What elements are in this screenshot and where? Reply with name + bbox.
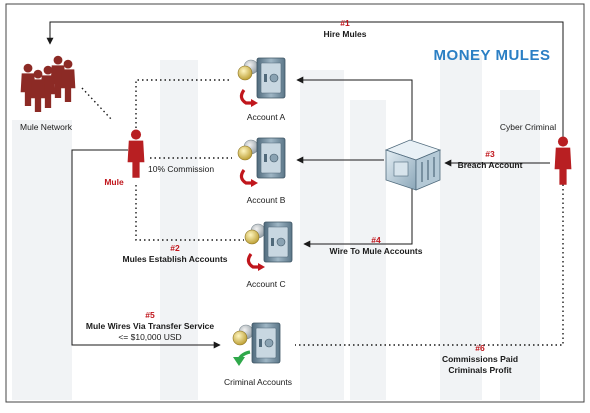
step-5-sublabel: <= $10,000 USD [118,332,181,342]
arrow-hire-mules [46,21,564,143]
account-c-safe-icon [244,221,293,271]
dotted-network-to-mule [81,87,113,121]
account-b-label: Account B [247,195,286,205]
step-4-label: Wire To Mule Accounts [330,246,423,256]
arrow-wire-to-mule-accounts [303,188,413,248]
step-4-number: #4 [371,235,381,245]
mule-label: Mule [104,177,124,187]
step-6-label: Commissions Paid [442,354,518,364]
step-2-label: Mules Establish Accounts [122,254,227,264]
step-6-number: #6 [475,343,485,353]
arrow-mule-wires-transfer [71,149,221,349]
skyline-background [12,55,540,400]
account-c-label: Account C [246,279,285,289]
step-5-number: #5 [145,310,155,320]
step-6-sublabel: Criminals Profit [448,365,511,375]
step-1-number: #1 [340,18,350,28]
step-5-label: Mule Wires Via Transfer Service [86,321,215,331]
account-a-safe-icon [237,57,286,107]
dotted-mule-to-account-c [135,185,244,241]
criminal-accounts-safe-icon [232,322,281,366]
step-1-label: Hire Mules [324,29,367,39]
account-a-label: Account A [247,112,286,122]
step-3-label: Breach Account [458,160,523,170]
cyber-criminal-label: Cyber Criminal [500,122,556,132]
bank-icon [384,139,442,191]
diagram-title: MONEY MULES [434,47,551,64]
step-3-number: #3 [485,149,495,159]
arrow-bank-to-account-a [296,76,413,140]
mule-network-label: Mule Network [20,122,73,132]
criminal-accounts-label: Criminal Accounts [224,377,292,387]
dotted-commissions-paid [295,180,564,346]
step-2-number: #2 [170,243,180,253]
commission-label: 10% Commission [148,164,214,174]
diagram-border [5,3,585,403]
account-b-safe-icon [237,137,286,187]
